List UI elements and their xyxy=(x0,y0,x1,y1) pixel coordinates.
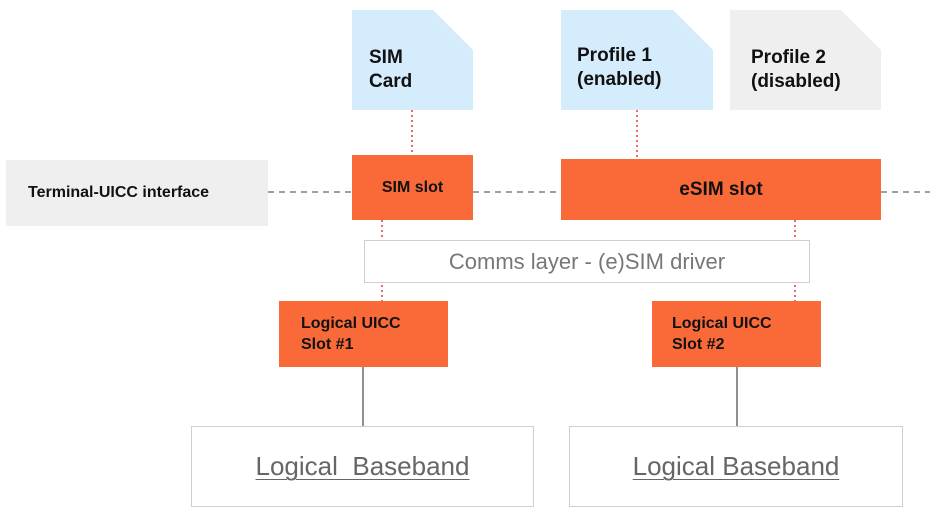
logical-baseband-2-box: Logical Baseband xyxy=(569,426,903,507)
sim-card-shape xyxy=(352,10,473,110)
logical-baseband-1-box: Logical Baseband xyxy=(191,426,534,507)
profile-1-card-shape xyxy=(561,10,713,110)
sim-card-label: SIM Card xyxy=(369,47,413,92)
profile-2-card-shape xyxy=(730,10,881,110)
profile-1-label: Profile 1 (enabled) xyxy=(577,45,662,90)
logical-uicc-slot-1-box: Logical UICC Slot #1 xyxy=(279,301,448,367)
logical-uicc-slot-1-label: Logical UICC Slot #1 xyxy=(301,315,401,353)
esim-slot-box: eSIM slot xyxy=(561,159,881,220)
logical-uicc-slot-2-box: Logical UICC Slot #2 xyxy=(652,301,821,367)
logical-baseband-2-label: Logical Baseband xyxy=(632,451,840,481)
sim-slot-box: SIM slot xyxy=(352,155,473,220)
esim-slot-label: eSIM slot xyxy=(679,178,763,200)
comms-layer-label: Comms layer - (e)SIM driver xyxy=(448,248,726,274)
logical-baseband-1-label: Logical Baseband xyxy=(255,451,470,481)
comms-layer-box: Comms layer - (e)SIM driver xyxy=(364,240,810,283)
terminal-uicc-interface-label: Terminal-UICC interface xyxy=(28,184,210,201)
terminal-uicc-interface-box: Terminal-UICC interface xyxy=(6,160,268,226)
logical-uicc-slot-2-label: Logical UICC Slot #2 xyxy=(672,315,772,353)
sim-slot-label: SIM slot xyxy=(381,178,444,196)
profile-2-label: Profile 2 (disabled) xyxy=(751,47,841,92)
